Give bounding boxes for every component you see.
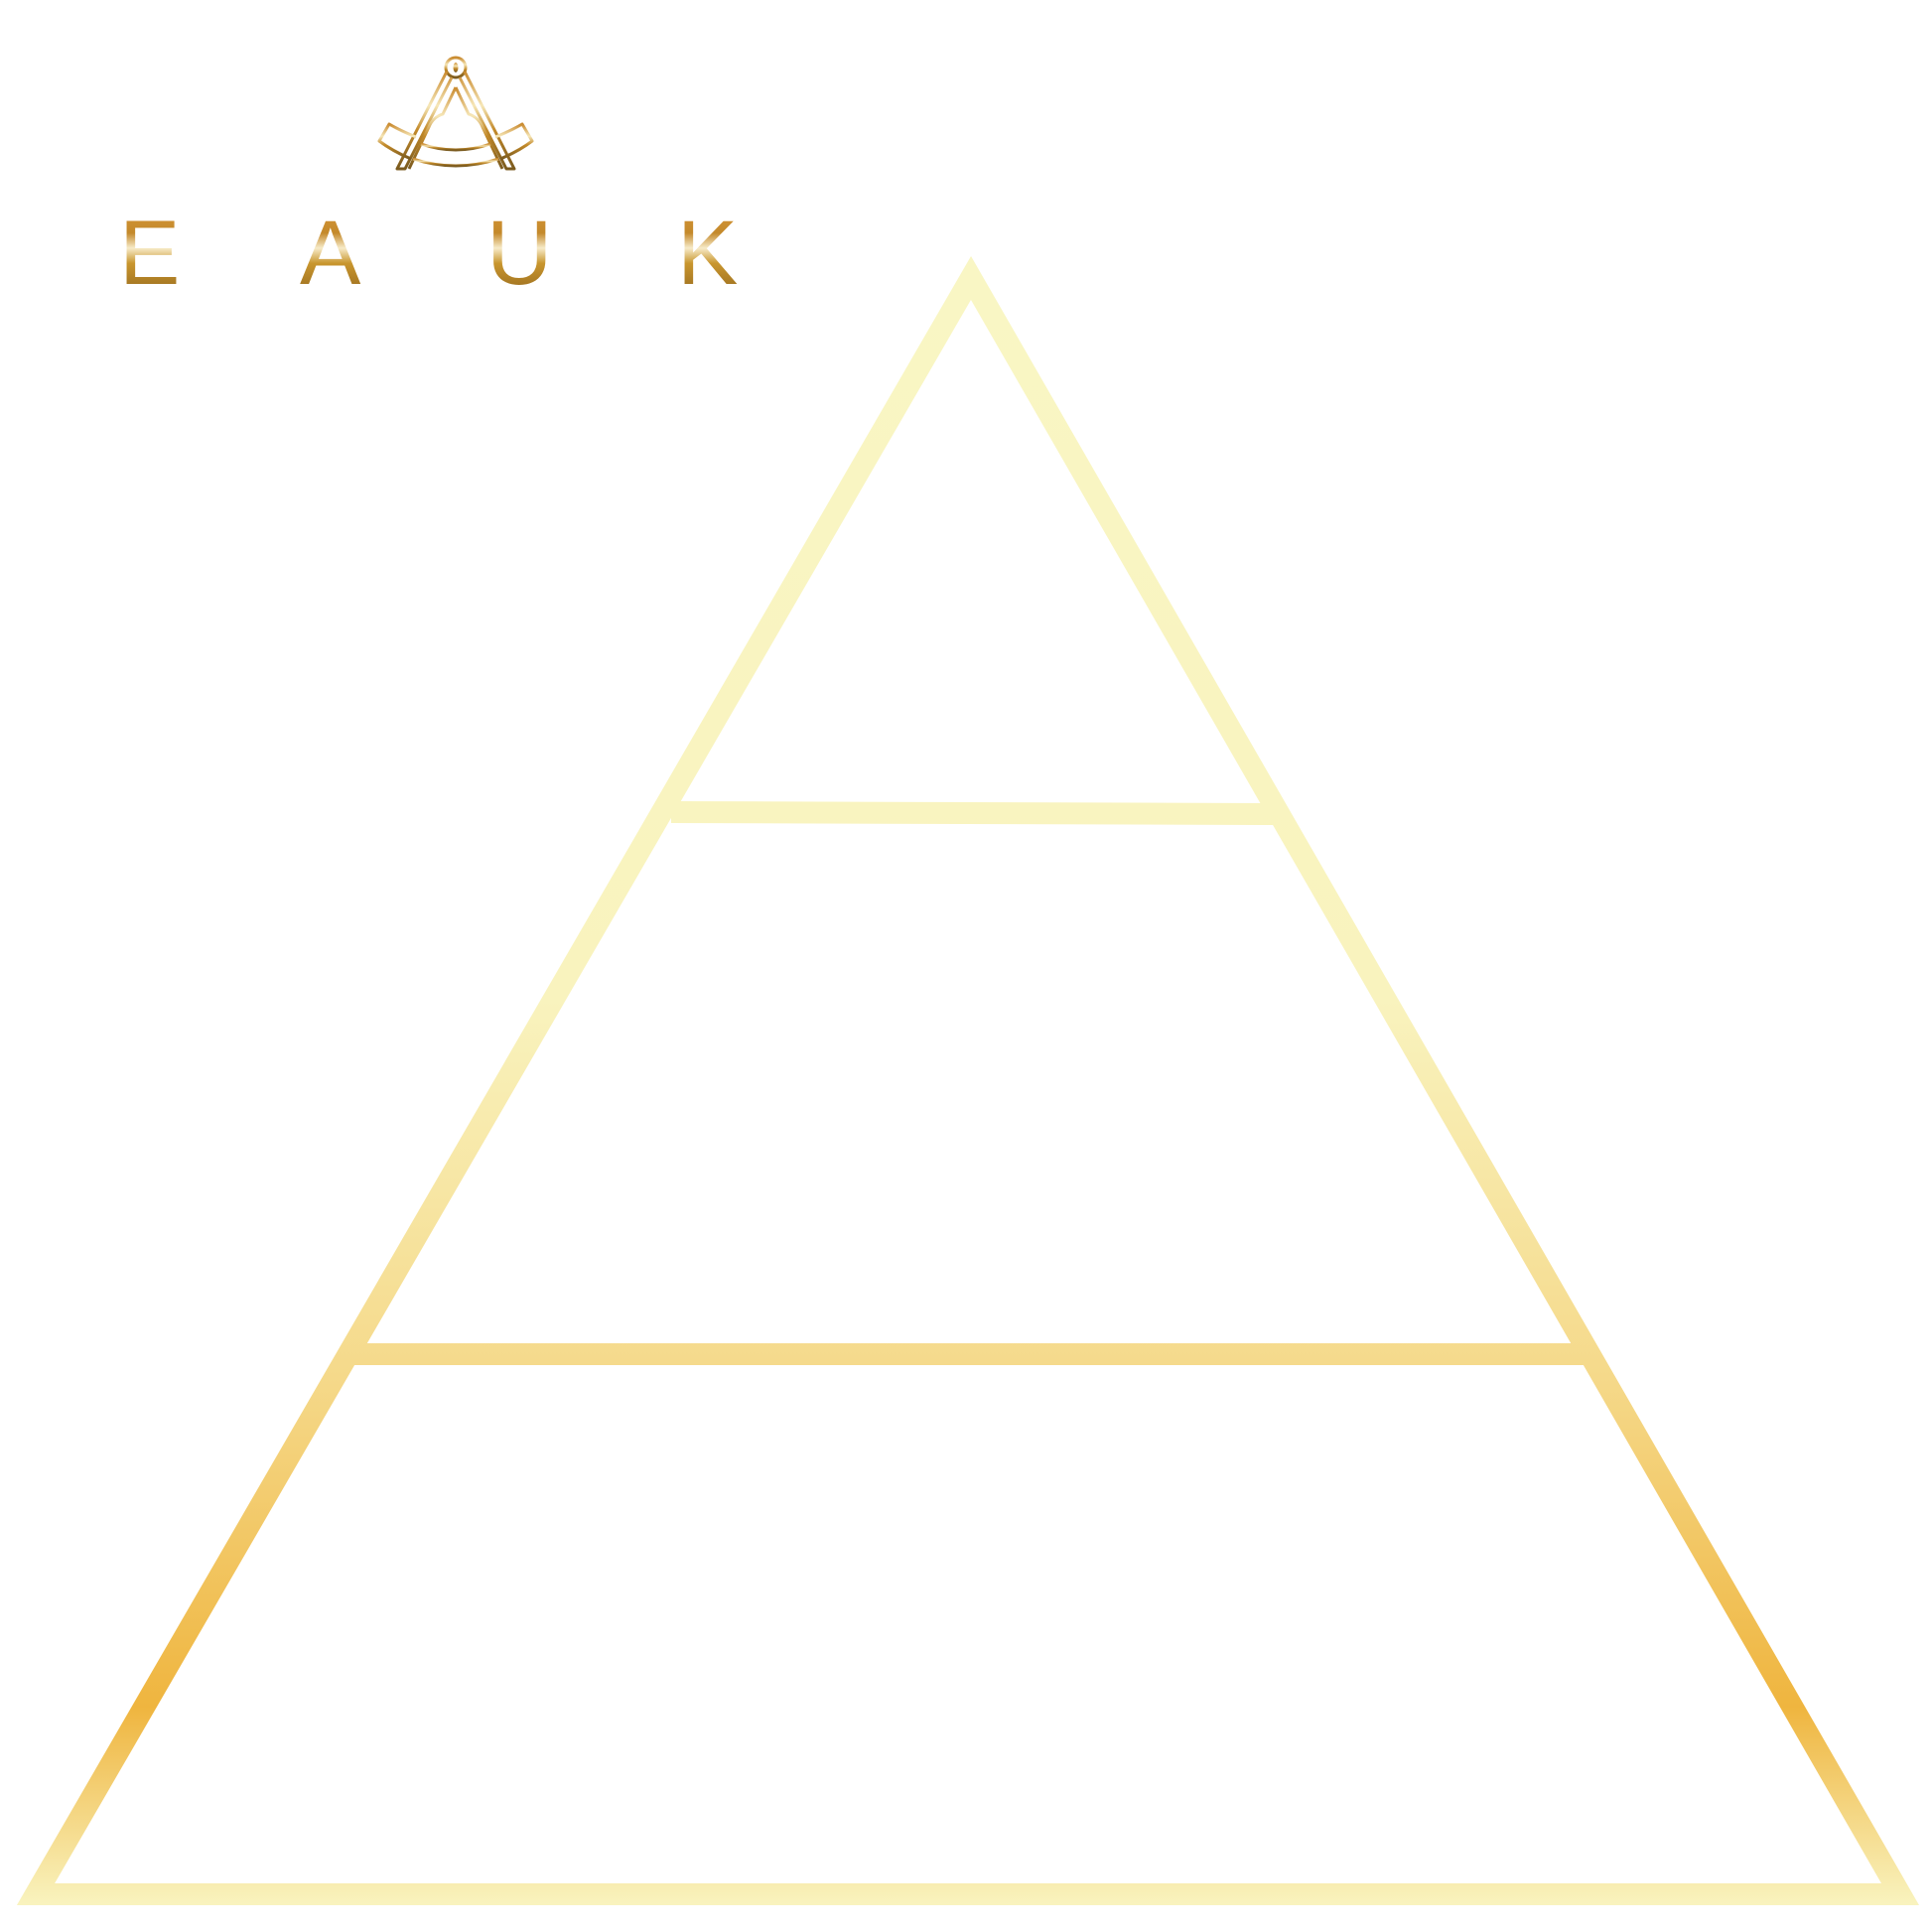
logo-letter-u: U: [486, 203, 552, 304]
compass-arc-icon: [377, 56, 534, 171]
pyramid-divider-upper: [670, 801, 1274, 825]
pyramid-outline: [16, 255, 1920, 1905]
logo-letter-k: K: [677, 203, 738, 304]
eauk-wordmark: E A U K: [119, 203, 738, 304]
pyramid-outer-triangle: [16, 255, 1920, 1905]
logo-letter-a: A: [300, 203, 361, 304]
logo-letter-e: E: [119, 203, 180, 304]
